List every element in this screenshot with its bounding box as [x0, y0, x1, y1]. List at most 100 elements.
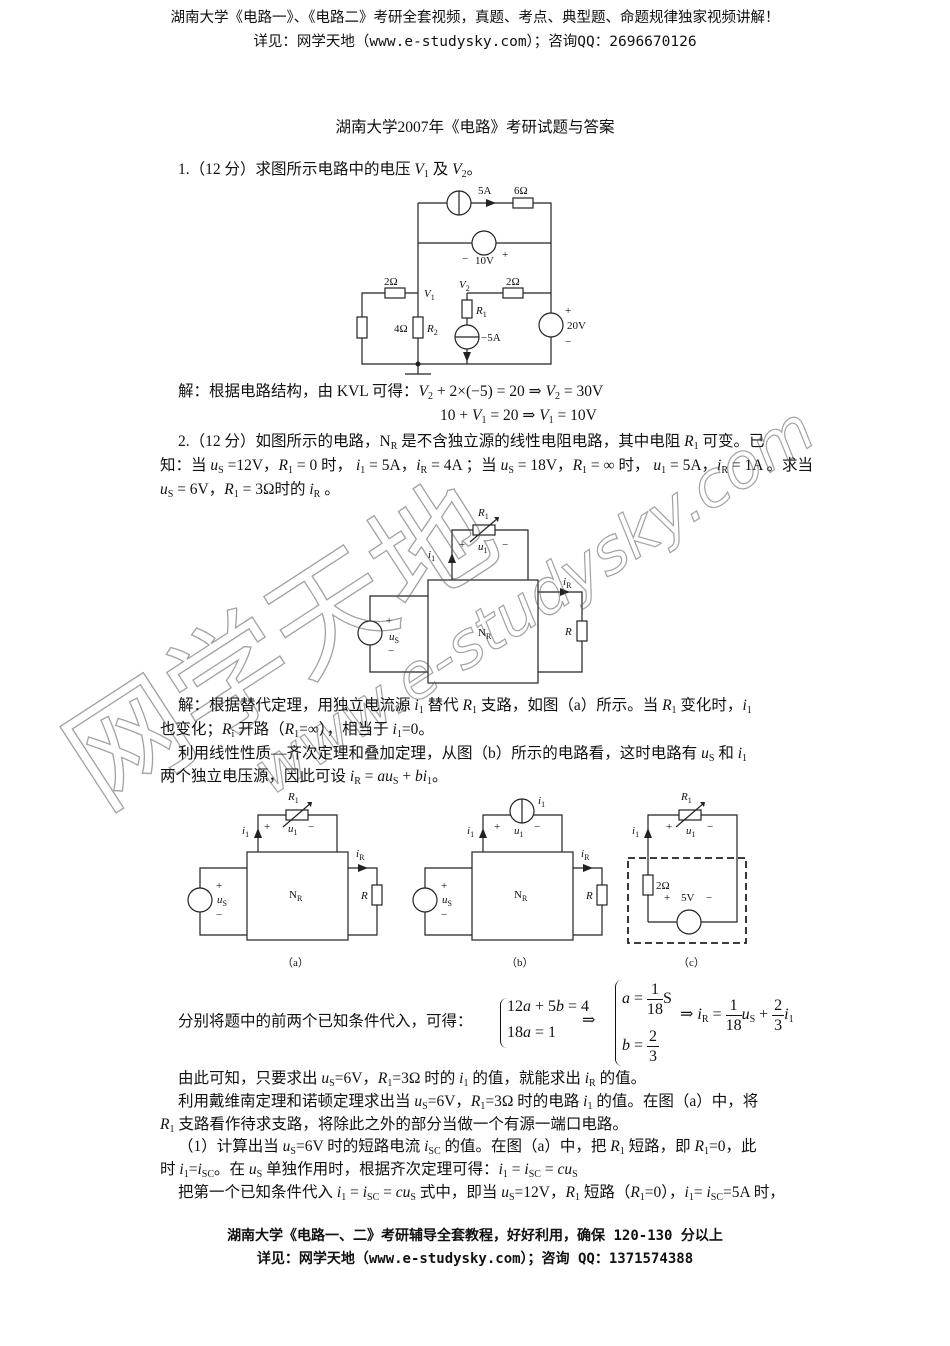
figure-a-caption: （a）	[282, 956, 309, 969]
label-minus: −	[502, 539, 508, 551]
label-i1: i1	[467, 825, 474, 839]
label-i1: i1	[428, 549, 435, 563]
label-minus: −	[308, 821, 314, 833]
resistor-r2	[412, 316, 424, 339]
brace	[615, 980, 622, 1066]
denominator: 18	[647, 1001, 664, 1018]
continuation-line: 利用戴维南定理和诺顿定理求出当 uS=6V，R1=3Ω 时的电路 i1 的值。在…	[178, 1093, 759, 1112]
equation-intro: 分别将题中的前两个已知条件代入，可得：	[178, 1013, 473, 1030]
q2-prompt-line: 2.（12 分）如图所示的电路，NR 是不含独立源的线性电阻电路，其中电阻 R1…	[178, 433, 765, 452]
label-plus: +	[502, 249, 508, 261]
label-r1: R1	[477, 507, 489, 521]
label-r1: R1	[680, 791, 692, 805]
label-plus: +	[264, 821, 270, 833]
arrow-icon	[486, 199, 496, 207]
label-4ohm: 4Ω	[394, 323, 408, 335]
brace	[500, 998, 507, 1048]
label-5v: 5V	[681, 892, 695, 904]
q2-prompt-line: uS = 6V，R1 = 3Ω时的 iR 。	[160, 481, 340, 500]
label-ir: iR	[563, 576, 572, 590]
arrow-down-icon	[463, 352, 471, 362]
arrow-up-icon	[448, 553, 456, 563]
continuation-line: （1）计算出当 uS=6V 时的短路电流 iSC 的值。在图（a）中，把 R1 …	[178, 1138, 757, 1157]
label-i1: i1	[242, 825, 249, 839]
circuit-1-wires	[356, 190, 564, 375]
ground-icon	[405, 364, 431, 375]
label-v2: V2	[459, 279, 470, 293]
figure-c: R1 + u1 − i1 2Ω + 5V − （c）	[627, 791, 747, 969]
nr-box	[427, 579, 539, 684]
label-r2: R2	[426, 323, 438, 337]
label-minus: −	[565, 336, 571, 348]
q2-solution-line: 两个独立电压源，因此可设 iR = auS + bi1。	[160, 768, 448, 787]
label-plus: +	[664, 892, 670, 904]
denominator: 3	[649, 1048, 658, 1065]
label-10v: 10V	[475, 255, 494, 267]
label-2ohm-right: 2Ω	[506, 276, 520, 288]
footer-line-2: 详见：网学天地（www.e-studysky.com）；咨询 QQ：137157…	[256, 1251, 694, 1267]
label-r1: R1	[287, 791, 299, 805]
figure-a: R1 + u1 − i1 iR NR + uS − R （a）	[187, 791, 383, 969]
page-title: 湖南大学2007年《电路》考研试题与答案	[335, 119, 615, 136]
header-line-2: 详见：网学天地（www.e-studysky.com）；咨询QQ：2696670…	[253, 34, 697, 50]
arrow-right-icon	[560, 588, 570, 596]
q2-prompt-line: 知：当 uS =12V，R1 = 0 时， i1 = 5A，iR = 4A ；当…	[160, 457, 813, 476]
resistor-r	[576, 620, 588, 642]
label-u1: u1	[514, 825, 524, 839]
label-6ohm: 6Ω	[514, 185, 528, 197]
label-20v: 20V	[567, 320, 586, 332]
continuation-line: 时 i1=iSC。在 uS 单独作用时，根据齐次定理可得：i1 = iSC = …	[160, 1161, 578, 1180]
header-line-1: 湖南大学《电路一》、《电路二》考研全套视频，真题、考点、典型题、命题规律独家视频…	[170, 10, 780, 26]
label-plus: +	[494, 821, 500, 833]
q2-solution-line: 利用线性性质—齐次定理和叠加定理，从图（b）所示的电路看，这时电路有 uS 和 …	[178, 745, 748, 764]
label-plus: +	[565, 305, 571, 317]
continuation-line: R1 支路看作待求支路，将除此之外的部分当做一个有源一端口电路。	[160, 1116, 628, 1135]
implies-symbol: ⇒	[582, 1012, 596, 1029]
label-ir: iR	[356, 848, 365, 862]
footer-line-1: 湖南大学《电路一、二》考研辅导全套教程，好好利用，确保 120-130 分以上	[227, 1228, 723, 1244]
q1-solution-line: 解：根据电路结构，由 KVL 可得：V2 + 2×(−5) = 20 ⇒ V2 …	[178, 383, 604, 402]
q2-solution-line: 解：根据替代定理，用独立电流源 i1 替代 R1 支路，如图（a）所示。当 R1…	[178, 697, 752, 716]
voltage-source-5v	[676, 909, 702, 935]
numerator: 2	[772, 997, 785, 1016]
voltage-source-us	[187, 887, 213, 913]
system-eq-2: 18a = 1	[507, 1024, 557, 1041]
dashed-box	[627, 857, 747, 944]
b-lhs: b =	[622, 1037, 644, 1055]
label-u1: u1	[288, 823, 298, 837]
label-us: uS	[217, 894, 227, 908]
label-minus: −	[388, 645, 394, 657]
nr-box	[246, 851, 349, 941]
system-eq-1: 12a + 5b = 4	[507, 998, 590, 1015]
nr-box	[471, 851, 574, 941]
figure-c-caption: （c）	[678, 956, 705, 969]
figure-b-caption: （b）	[506, 956, 534, 969]
denominator: 18	[725, 1017, 742, 1034]
label-plus: +	[459, 539, 465, 551]
label-minus: −	[441, 909, 447, 921]
label-r: R	[360, 890, 368, 902]
voltage-source-us	[357, 620, 383, 646]
label-u1: u1	[478, 541, 488, 555]
label-r: R	[585, 890, 593, 902]
resistor-r	[596, 884, 608, 906]
label-minus: −	[216, 909, 222, 921]
label-r1: R1	[475, 305, 487, 319]
resistor-left	[356, 316, 368, 339]
label-i1: i1	[632, 825, 639, 839]
voltage-source-us	[412, 887, 438, 913]
numerator: 1	[725, 996, 742, 1016]
term: uS +	[741, 1006, 769, 1026]
label-plus: +	[216, 880, 222, 892]
resistor-2ohm	[642, 874, 654, 896]
continuation-line: 把第一个已知条件代入 i1 = iSC = cuS 式中，即当 uS=12V，R…	[178, 1184, 785, 1203]
label-ir: iR	[581, 848, 590, 862]
voltage-source-20v	[538, 312, 564, 338]
